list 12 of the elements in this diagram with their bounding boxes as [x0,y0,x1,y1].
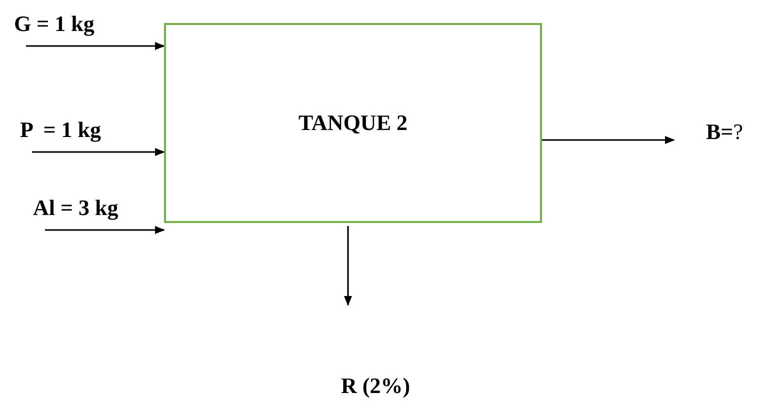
tank-label: TANQUE 2 [298,110,408,136]
arrow [542,136,675,144]
flow-label: B=? [706,118,762,146]
arrow [32,148,165,156]
flow-label: R (2%) [341,372,441,400]
arrow [45,226,165,234]
flow-label: P = 1 kg [20,116,145,144]
flow-label: G = 1 kg [14,10,134,38]
flow-label: Al = 3 kg [33,194,165,222]
tank-box [164,23,542,223]
arrow [26,42,165,50]
arrow [344,226,352,306]
